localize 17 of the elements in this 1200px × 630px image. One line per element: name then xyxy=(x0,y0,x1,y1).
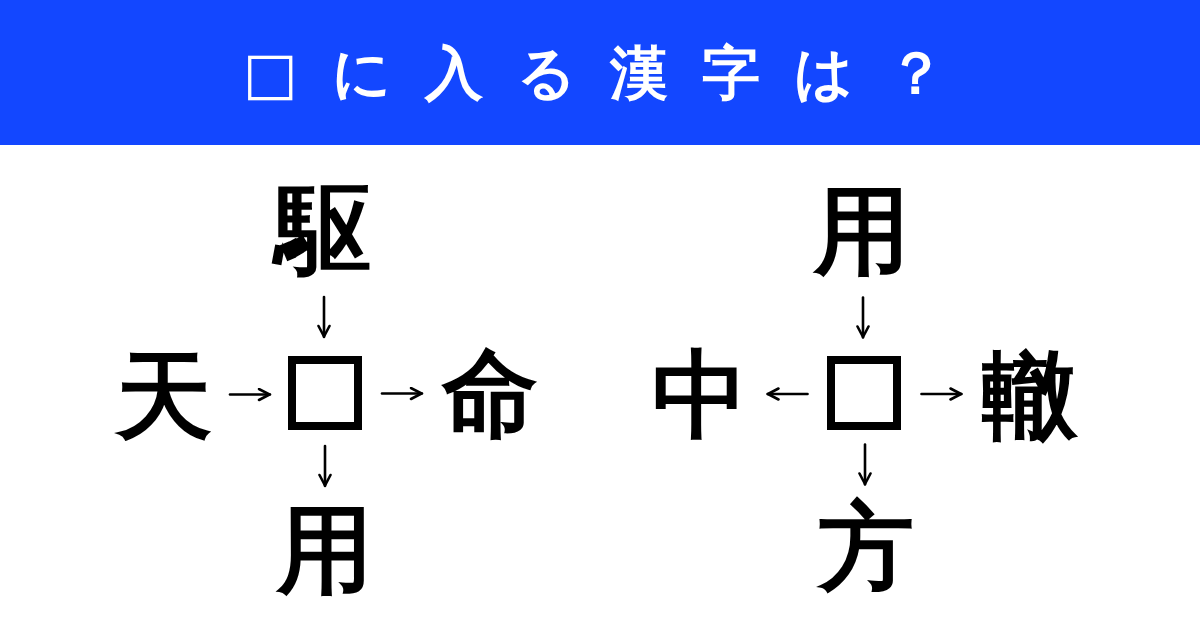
kanji-character: 命 xyxy=(442,346,538,442)
kanji-character: 用 xyxy=(814,183,910,279)
arrow xyxy=(380,386,424,401)
arrow xyxy=(318,444,332,488)
arrow xyxy=(228,387,272,402)
kanji-character: 中 xyxy=(652,347,748,443)
title: □に入る漢字は？ xyxy=(243,43,979,102)
arrow xyxy=(856,296,870,339)
arrow xyxy=(920,387,963,401)
kanji-character: 用 xyxy=(277,502,373,598)
arrow xyxy=(858,443,872,486)
kanji-character: 天 xyxy=(116,348,212,444)
answer-box xyxy=(827,356,901,430)
arrow xyxy=(317,295,331,339)
answer-box xyxy=(288,356,362,430)
kanji-character: 轍 xyxy=(982,347,1078,443)
arrow xyxy=(766,387,809,401)
